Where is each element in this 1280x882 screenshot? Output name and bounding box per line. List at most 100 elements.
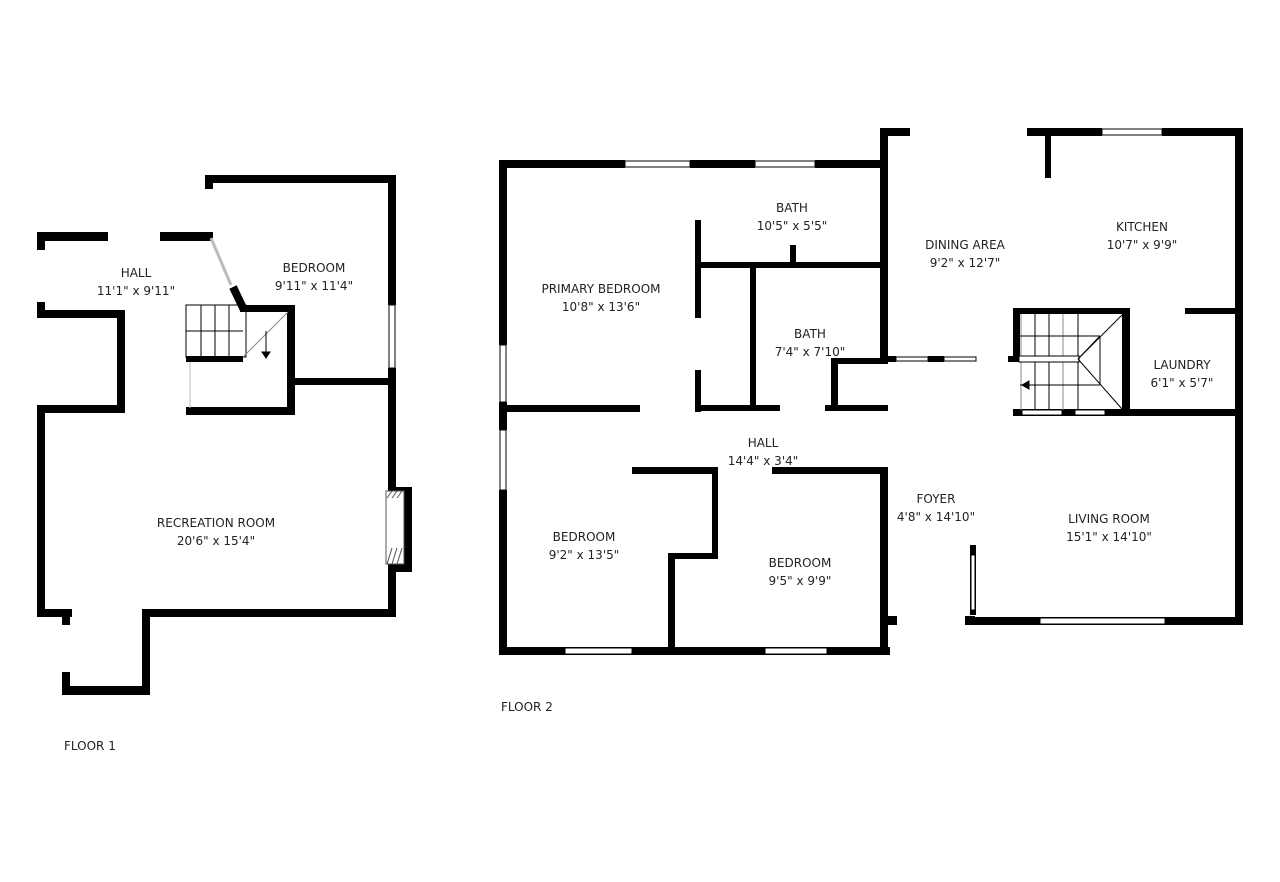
wall <box>388 564 412 572</box>
room-label-kitchen: KITCHEN 10'7" x 9'9" <box>1107 218 1178 254</box>
window <box>564 647 633 655</box>
wall <box>499 160 625 168</box>
wall <box>1045 136 1051 178</box>
room-dimensions: 10'5" x 5'5" <box>756 219 828 233</box>
room-name: BEDROOM <box>768 556 832 570</box>
wall <box>62 686 150 695</box>
room-dimensions: 4'8" x 14'10" <box>896 510 976 524</box>
wall <box>37 310 125 318</box>
room-label-bath-1: BATH 10'5" x 5'5" <box>757 199 828 235</box>
wall <box>880 128 888 360</box>
wall <box>1027 128 1102 136</box>
wall <box>831 358 838 410</box>
window <box>943 356 977 362</box>
room-label-laundry: LAUNDRY 6'1" x 5'7" <box>1151 356 1214 392</box>
room-dimensions: 11'1" x 9'11" <box>96 284 176 298</box>
room-name: FOYER <box>916 492 956 506</box>
room-dimensions: 15'1" x 14'10" <box>1066 530 1152 544</box>
wall <box>388 175 396 305</box>
room-name: LIVING ROOM <box>1068 512 1150 526</box>
fireplace <box>385 490 405 565</box>
floor1-stairs <box>185 304 289 408</box>
floor-2-label: FLOOR 2 <box>501 700 553 714</box>
wall <box>928 356 944 362</box>
wall <box>632 467 718 474</box>
room-label-bedroom-2: BEDROOM 9'2" x 13'5" <box>549 528 620 564</box>
room-name: LAUNDRY <box>1153 358 1211 372</box>
room-label-dining-area: DINING AREA 9'2" x 12'7" <box>925 236 1005 272</box>
room-dimensions: 9'5" x 9'9" <box>768 574 832 588</box>
room-dimensions: 14'4" x 3'4" <box>727 454 799 468</box>
wall <box>1162 128 1243 136</box>
room-dimensions: 10'7" x 9'9" <box>1106 238 1178 252</box>
room-name: BEDROOM <box>282 261 346 275</box>
wall <box>499 160 507 345</box>
room-name: PRIMARY BEDROOM <box>541 282 661 296</box>
wall <box>240 305 295 312</box>
diagonal-window <box>209 237 233 286</box>
wall <box>142 609 396 617</box>
room-dimensions: 20'6" x 15'4" <box>176 534 256 548</box>
room-dimensions: 9'2" x 13'5" <box>548 548 620 562</box>
wall <box>160 232 213 241</box>
room-label-living-room: LIVING ROOM 15'1" x 14'10" <box>1066 510 1152 546</box>
wall <box>831 358 888 364</box>
wall <box>880 356 896 362</box>
wall <box>690 160 755 168</box>
wall <box>1235 128 1243 625</box>
window <box>499 344 507 403</box>
room-label-primary-bedroom: PRIMARY BEDROOM 10'8" x 13'6" <box>541 280 660 316</box>
wall <box>880 128 910 136</box>
wall <box>37 232 108 241</box>
floor2-stairs <box>1018 314 1123 410</box>
room-dimensions: 6'1" x 5'7" <box>1150 376 1214 390</box>
wall <box>205 175 213 189</box>
window <box>764 647 828 655</box>
wall <box>499 405 640 412</box>
wall <box>37 405 125 413</box>
room-name: HALL <box>120 266 152 280</box>
room-label-bedroom-3: BEDROOM 9'5" x 9'9" <box>769 554 832 590</box>
wall <box>1013 409 1243 416</box>
windows <box>388 128 1166 655</box>
stairs <box>185 304 1123 565</box>
wall <box>880 467 888 655</box>
wall <box>205 175 396 183</box>
wall <box>668 553 718 559</box>
room-label-bedroom-floor1: BEDROOM 9'11" x 11'4" <box>275 259 353 295</box>
wall <box>62 672 70 695</box>
room-label-foyer: FOYER 4'8" x 14'10" <box>897 490 975 526</box>
floor-1-label: FLOOR 1 <box>64 739 116 753</box>
room-name: KITCHEN <box>1115 220 1168 234</box>
room-label-recreation-room: RECREATION ROOM 20'6" x 15'4" <box>157 514 275 550</box>
wall <box>186 356 243 362</box>
wall <box>499 490 507 655</box>
window <box>1039 617 1166 625</box>
wall <box>825 405 888 411</box>
wall <box>186 407 295 415</box>
wall <box>37 232 45 250</box>
wall <box>287 305 295 415</box>
diagonal-wall <box>229 285 248 312</box>
window <box>388 304 396 369</box>
room-dimensions: 9'11" x 11'4" <box>274 279 354 293</box>
walls <box>37 128 1243 695</box>
room-name: RECREATION ROOM <box>156 516 276 530</box>
wall <box>750 262 756 410</box>
room-name: BEDROOM <box>552 530 616 544</box>
room-label-hall-floor1: HALL 11'1" x 9'11" <box>97 264 175 300</box>
room-dimensions: 9'2" x 12'7" <box>929 256 1001 270</box>
window <box>754 160 816 168</box>
wall <box>1122 308 1130 416</box>
room-name: BATH <box>794 327 826 341</box>
wall <box>37 405 45 617</box>
wall <box>37 609 72 617</box>
wall <box>1185 308 1243 314</box>
room-dimensions: 7'4" x 7'10" <box>774 345 846 359</box>
room-name: BATH <box>776 201 808 215</box>
wall <box>142 609 150 695</box>
room-label-bath-2: BATH 7'4" x 7'10" <box>775 325 846 361</box>
room-label-hall-floor2: HALL 14'4" x 3'4" <box>728 434 799 470</box>
window <box>895 356 929 362</box>
